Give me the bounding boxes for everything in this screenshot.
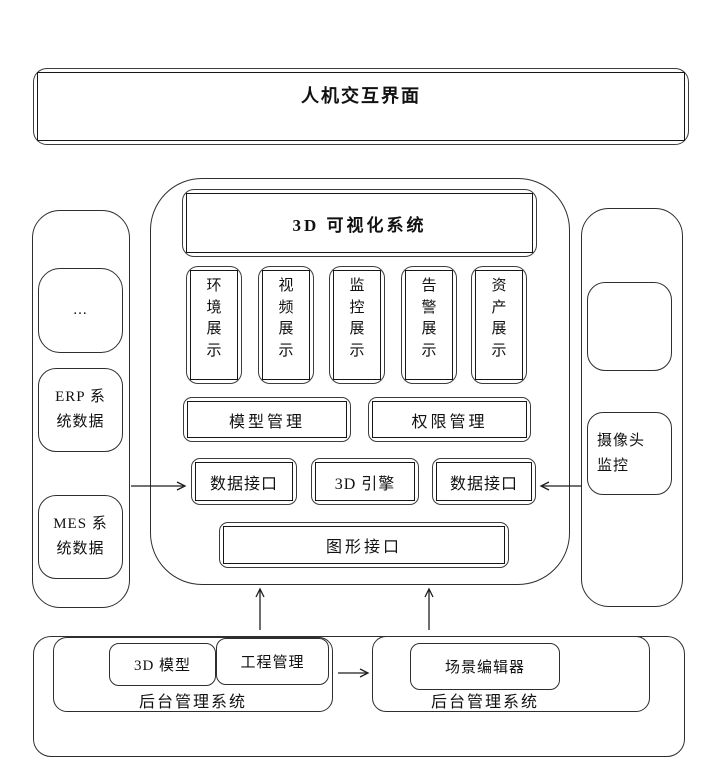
model-management-label: 模型管理 [228,413,305,431]
display-box-alarm: 告警展示 [401,266,457,384]
backend-right-box: 场景编辑器 后台管理系统 [372,636,650,712]
display-box-video: 视频展示 [258,266,314,384]
camera-placeholder-box [587,282,672,371]
display-video-label: 视频展示 [278,278,294,359]
module-project-management-label: 工程管理 [240,655,305,671]
other-datasource-box: ... [38,268,123,353]
display-environment-label: 环境展示 [206,278,222,359]
permission-management-label: 权限管理 [411,413,488,431]
data-interface-right-label: 数据接口 [449,475,518,493]
erp-data-box: ERP 系 统数据 [38,368,123,452]
graphics-interface-box: 图形接口 [219,522,509,568]
human-machine-interface-title: 人机交互界面 [301,86,421,106]
display-box-environment: 环境展示 [186,266,242,384]
model-management-box: 模型管理 [183,397,351,442]
display-box-monitor: 监控展示 [329,266,385,384]
module-3d-model-label: 3D 模型 [133,658,192,674]
display-asset-label: 资产展示 [491,278,507,359]
engine-3d-label: 3D 引擎 [334,475,396,493]
module-project-management-box: 工程管理 [216,638,329,685]
data-interface-left-box: 数据接口 [191,458,297,505]
backend-right-label: 后台管理系统 [430,694,539,711]
human-machine-interface-box: 人机交互界面 [33,68,689,145]
module-scene-editor-label: 场景编辑器 [444,660,525,676]
data-interface-left-label: 数据接口 [209,475,278,493]
viz-system-title: 3D 可视化系统 [292,215,427,235]
camera-monitor-line2: 监控 [597,457,630,474]
camera-monitor-line1: 摄像头 [597,432,646,449]
mes-data-line1: MES 系 [53,516,108,532]
backend-left-label: 后台管理系统 [138,694,247,711]
display-box-asset: 资产展示 [471,266,527,384]
module-3d-model-box: 3D 模型 [109,643,216,686]
module-scene-editor-box: 场景编辑器 [410,643,560,690]
mes-data-box: MES 系 统数据 [38,495,123,579]
right-camera-panel [581,208,683,607]
viz-system-title-box: 3D 可视化系统 [182,189,537,257]
display-monitor-label: 监控展示 [349,278,365,359]
data-interface-right-box: 数据接口 [432,458,536,505]
mes-data-line2: 统数据 [56,541,105,557]
camera-monitor-box: 摄像头 监控 [587,412,672,495]
erp-data-line2: 统数据 [56,414,105,430]
engine-3d-box: 3D 引擎 [311,458,419,505]
ellipsis-label: ... [73,302,88,318]
display-alarm-label: 告警展示 [421,278,437,359]
permission-management-box: 权限管理 [368,397,531,442]
graphics-interface-label: 图形接口 [325,539,402,556]
backend-left-box: 3D 模型 工程管理 后台管理系统 [53,637,333,712]
erp-data-line1: ERP 系 [55,389,106,405]
